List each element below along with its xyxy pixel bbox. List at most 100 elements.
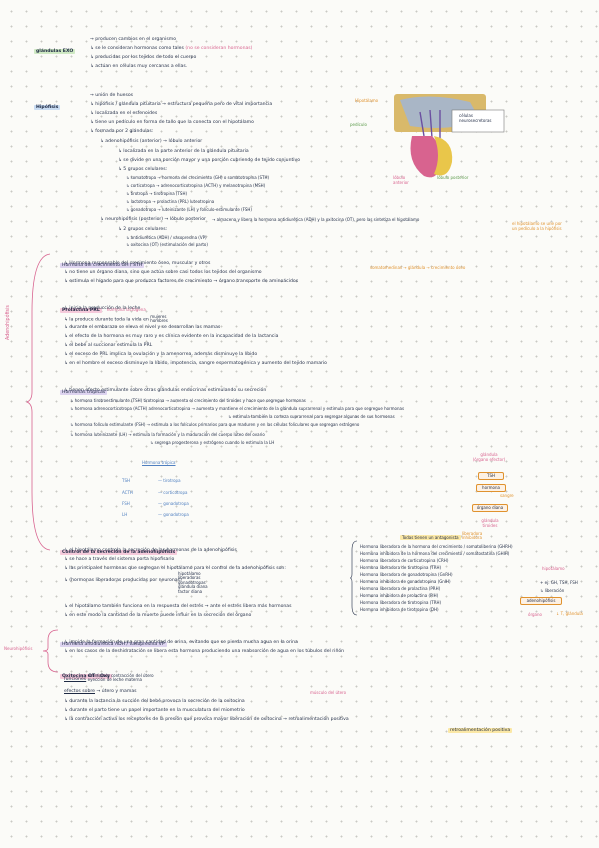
prl-line-1: ↳ la produce durante toda la vida en muj… (64, 315, 168, 324)
rel-7: Hormona inhibidora de prolactina (PIH) (360, 593, 439, 598)
hip-line-3: ↳ tiene un pedículo en forma de tallo qu… (90, 120, 254, 125)
adh-title-text: Hormona antidiurética ADH / vasopresina … (60, 642, 167, 647)
prl-hombres: hombres (150, 318, 168, 323)
ctrl-line-2: ↳ las principales hormonas que segregan … (64, 566, 286, 571)
trop-line-1: ↳ hormona tirotroestimulante (TSH) tirot… (70, 398, 306, 403)
prl-line-5: ↳ el efecto de la hormona es muy raro y … (64, 334, 279, 339)
ctrl-bracket-0: hipotálamo (178, 571, 201, 576)
prl-line-6: ↳ el bebé al succionar estimula la PRL (64, 343, 153, 348)
hipofisis-title-text: Hipófisis (34, 105, 61, 110)
control-title: Control de la secreción de la adenohipóf… (60, 538, 178, 557)
section0-line-2-note: (no se consideran hormonas) (185, 46, 253, 51)
hip-line-7: ↳ se divide en una porción mayor y una p… (118, 158, 301, 163)
section0-title-text: glándulas EXO (34, 49, 76, 54)
hip-line-11: ↳ tirotropa → tirotropina (TSH) (126, 191, 188, 196)
gh-line-2: ↳ estimula el hígado para que produzca f… (64, 279, 299, 284)
prl-title: Prolactina PRL hormona lactógena (60, 296, 146, 315)
ctrl-bracket: hipotálamo liberadoras gonadotropas glán… (178, 571, 208, 594)
prl-mujeres: mujeres (150, 314, 167, 319)
releasing-brace (350, 540, 358, 616)
prl-line-0: ↳ inicia la producción de la leche (64, 306, 141, 311)
hip-line-4: ↳ formada por 2 glándulas: (90, 129, 154, 134)
rel-0: Hormona liberadora de la hormona del cre… (360, 544, 513, 549)
tropicas-title-text: Hormonas trópicas (60, 390, 108, 395)
ot-title-text: Oxitocina OT / Oxy (60, 674, 112, 679)
adeno-side-label: Adenohipófisis (6, 305, 11, 340)
releasing-note-text: Todas tienen un antagonista (400, 535, 461, 540)
hip-line-8: ↳ 5 grupos celulares: (118, 167, 168, 172)
ot-line-2: ↳ la contracción activa los receptores d… (64, 717, 349, 722)
mini-f: órgano (528, 612, 542, 617)
prl-subtitle: hormona lactógena (106, 307, 146, 312)
prl-line-1-sex: mujeres hombres (150, 315, 168, 323)
trop-line-4: ↳ hormona folículo estimulante (FSH) → e… (70, 422, 360, 427)
ot-feedback-text: retroalimentación positiva (448, 728, 513, 733)
diagram-posterior: lóbulo posterior (437, 175, 469, 180)
rel-2: Hormona liberadora de corticotropina (CR… (360, 558, 449, 563)
hip-line-6: ↳ localizada en la parte anterior de la … (118, 149, 249, 154)
diagram-anterior: lóbulo anterior (393, 175, 409, 185)
prl-line-1-text: ↳ la produce durante toda la vida en (64, 317, 149, 323)
hip-line-10: ↳ corticotropa → adrenocorticotropina (A… (126, 183, 266, 188)
gh-line-0: ↳ Hormona responsable del crecimiento ós… (64, 261, 211, 266)
ot-fun-0: estimula la contracción del útero (87, 673, 154, 678)
mini-e: ↓ T, glándula (556, 611, 583, 616)
prl-line-4: ↳ durante el embarazo se eleva el nivel … (64, 325, 221, 330)
section0-title: glándulas EXO (34, 37, 76, 56)
ot-efectos-label: efectos sobre (64, 689, 95, 694)
adeno-bracket (26, 253, 51, 551)
trop-table-title: Hormona trópica (142, 460, 176, 465)
trop-row-1-val-text: corticotropa (163, 490, 188, 495)
ctrl-line-4: ↳ el hipotálamo también funciona en la r… (64, 604, 292, 609)
ot-fun-1: eyección de leche materna (87, 677, 142, 683)
gh-title-text: Hormona del crecimiento GH / STH (60, 263, 145, 268)
ctrl-line-3: ↳ (hormonas liberadoras producidas por n… (64, 578, 182, 583)
hip-line-2: ↳ localizada en el esfenoides (90, 111, 158, 116)
hipofisis-title: Hipófisis (34, 93, 61, 112)
mini-c: ↳ liberación (540, 588, 565, 593)
neuro-bracket (42, 629, 59, 673)
ot-title: Oxitocina OT / Oxy (60, 662, 112, 681)
section0-line-3: ↳ producidas por los tejidos de todo el … (90, 55, 197, 60)
ctrl-line-1: ↳ se hace a través del sistema porta hip… (64, 557, 175, 562)
rel-6: Hormona liberadora de prolactina (PRH) (360, 586, 441, 591)
trop-row-0-val: — tirotropa (158, 478, 181, 483)
ot-efectos-items: útero y mamas (101, 689, 137, 694)
trop-row-3-val-text: gonadotropa (163, 512, 189, 517)
hip-line-16: ↳ 2 grupos celulares: (118, 227, 168, 232)
section0-line-2-text: ↳ se le consideran hormonas como tales (90, 46, 184, 51)
flow-5: glándula tiroides (481, 518, 499, 528)
ot-line-0: ↳ durante la lactancia la succión del be… (64, 699, 245, 704)
diagram-note: el hipotálamo se une por un pedículo a l… (512, 221, 562, 231)
ctrl-bracket-4: factor diana (178, 588, 203, 594)
adh-line-0: ↳ impide la formación de una gran cantid… (64, 640, 298, 645)
trop-row-2-val: — gonadotropa (158, 501, 189, 506)
hip-line-14: ↳ neurohipófisis (posterior) → lóbulo po… (100, 217, 206, 222)
mini-a: hipotálamo (542, 566, 565, 571)
mini-d: adenohipófisis (520, 597, 562, 605)
section0-line-4: ↳ actúan en células muy cercanas a ellas… (90, 64, 188, 69)
hip-line-1: ↳ hipófisis / glándula pituitaria → estr… (90, 102, 273, 107)
diagram-pediculo: pedículo (350, 122, 367, 127)
control-title-text: Control de la secreción de la adenohipóf… (60, 550, 178, 555)
diagram-hipotalamo: Hipotálamo (355, 98, 379, 103)
ot-feedback: retroalimentación positiva (448, 716, 513, 735)
ot-funciones-items: estimula la contracción del útero eyecci… (87, 673, 154, 683)
trop-line-3: ↳ estimula también la corteza suprarrena… (228, 414, 395, 419)
ctrl-bracket-3: glándula diana (178, 584, 208, 590)
trop-line-2: ↳ hormona adrenocorticotropa (ACTH) adre… (70, 406, 405, 411)
flow-4: órgano diana (472, 504, 508, 512)
ctrl-line-5: ↳ en este modo la cantidad de la muerte … (64, 613, 252, 618)
hip-line-9: ↳ somatotropa → hormona del crecimiento … (126, 175, 270, 180)
ot-funciones-label: funciones (64, 676, 87, 682)
adh-title: Hormona antidiurética ADH / vasopresina … (60, 630, 167, 649)
trop-row-3-key: LH (122, 512, 128, 517)
prl-line-8: ↳ en el hombre el exceso disminuye la lí… (64, 361, 327, 366)
hip-line-17: ↳ antidiurética (ADH) / vasopresina (VP) (126, 235, 207, 240)
flow-0: glándula (órgano efector) (472, 452, 506, 462)
gh-title: Hormona del crecimiento GH / STH (60, 251, 145, 270)
hip-line-18: ↳ oxitocina (OT) (estimulación del parto… (126, 242, 208, 247)
tropicas-title: Hormonas trópicas (60, 378, 108, 397)
rel-1: Hormona inhibidora de la hormona del cre… (360, 551, 510, 556)
